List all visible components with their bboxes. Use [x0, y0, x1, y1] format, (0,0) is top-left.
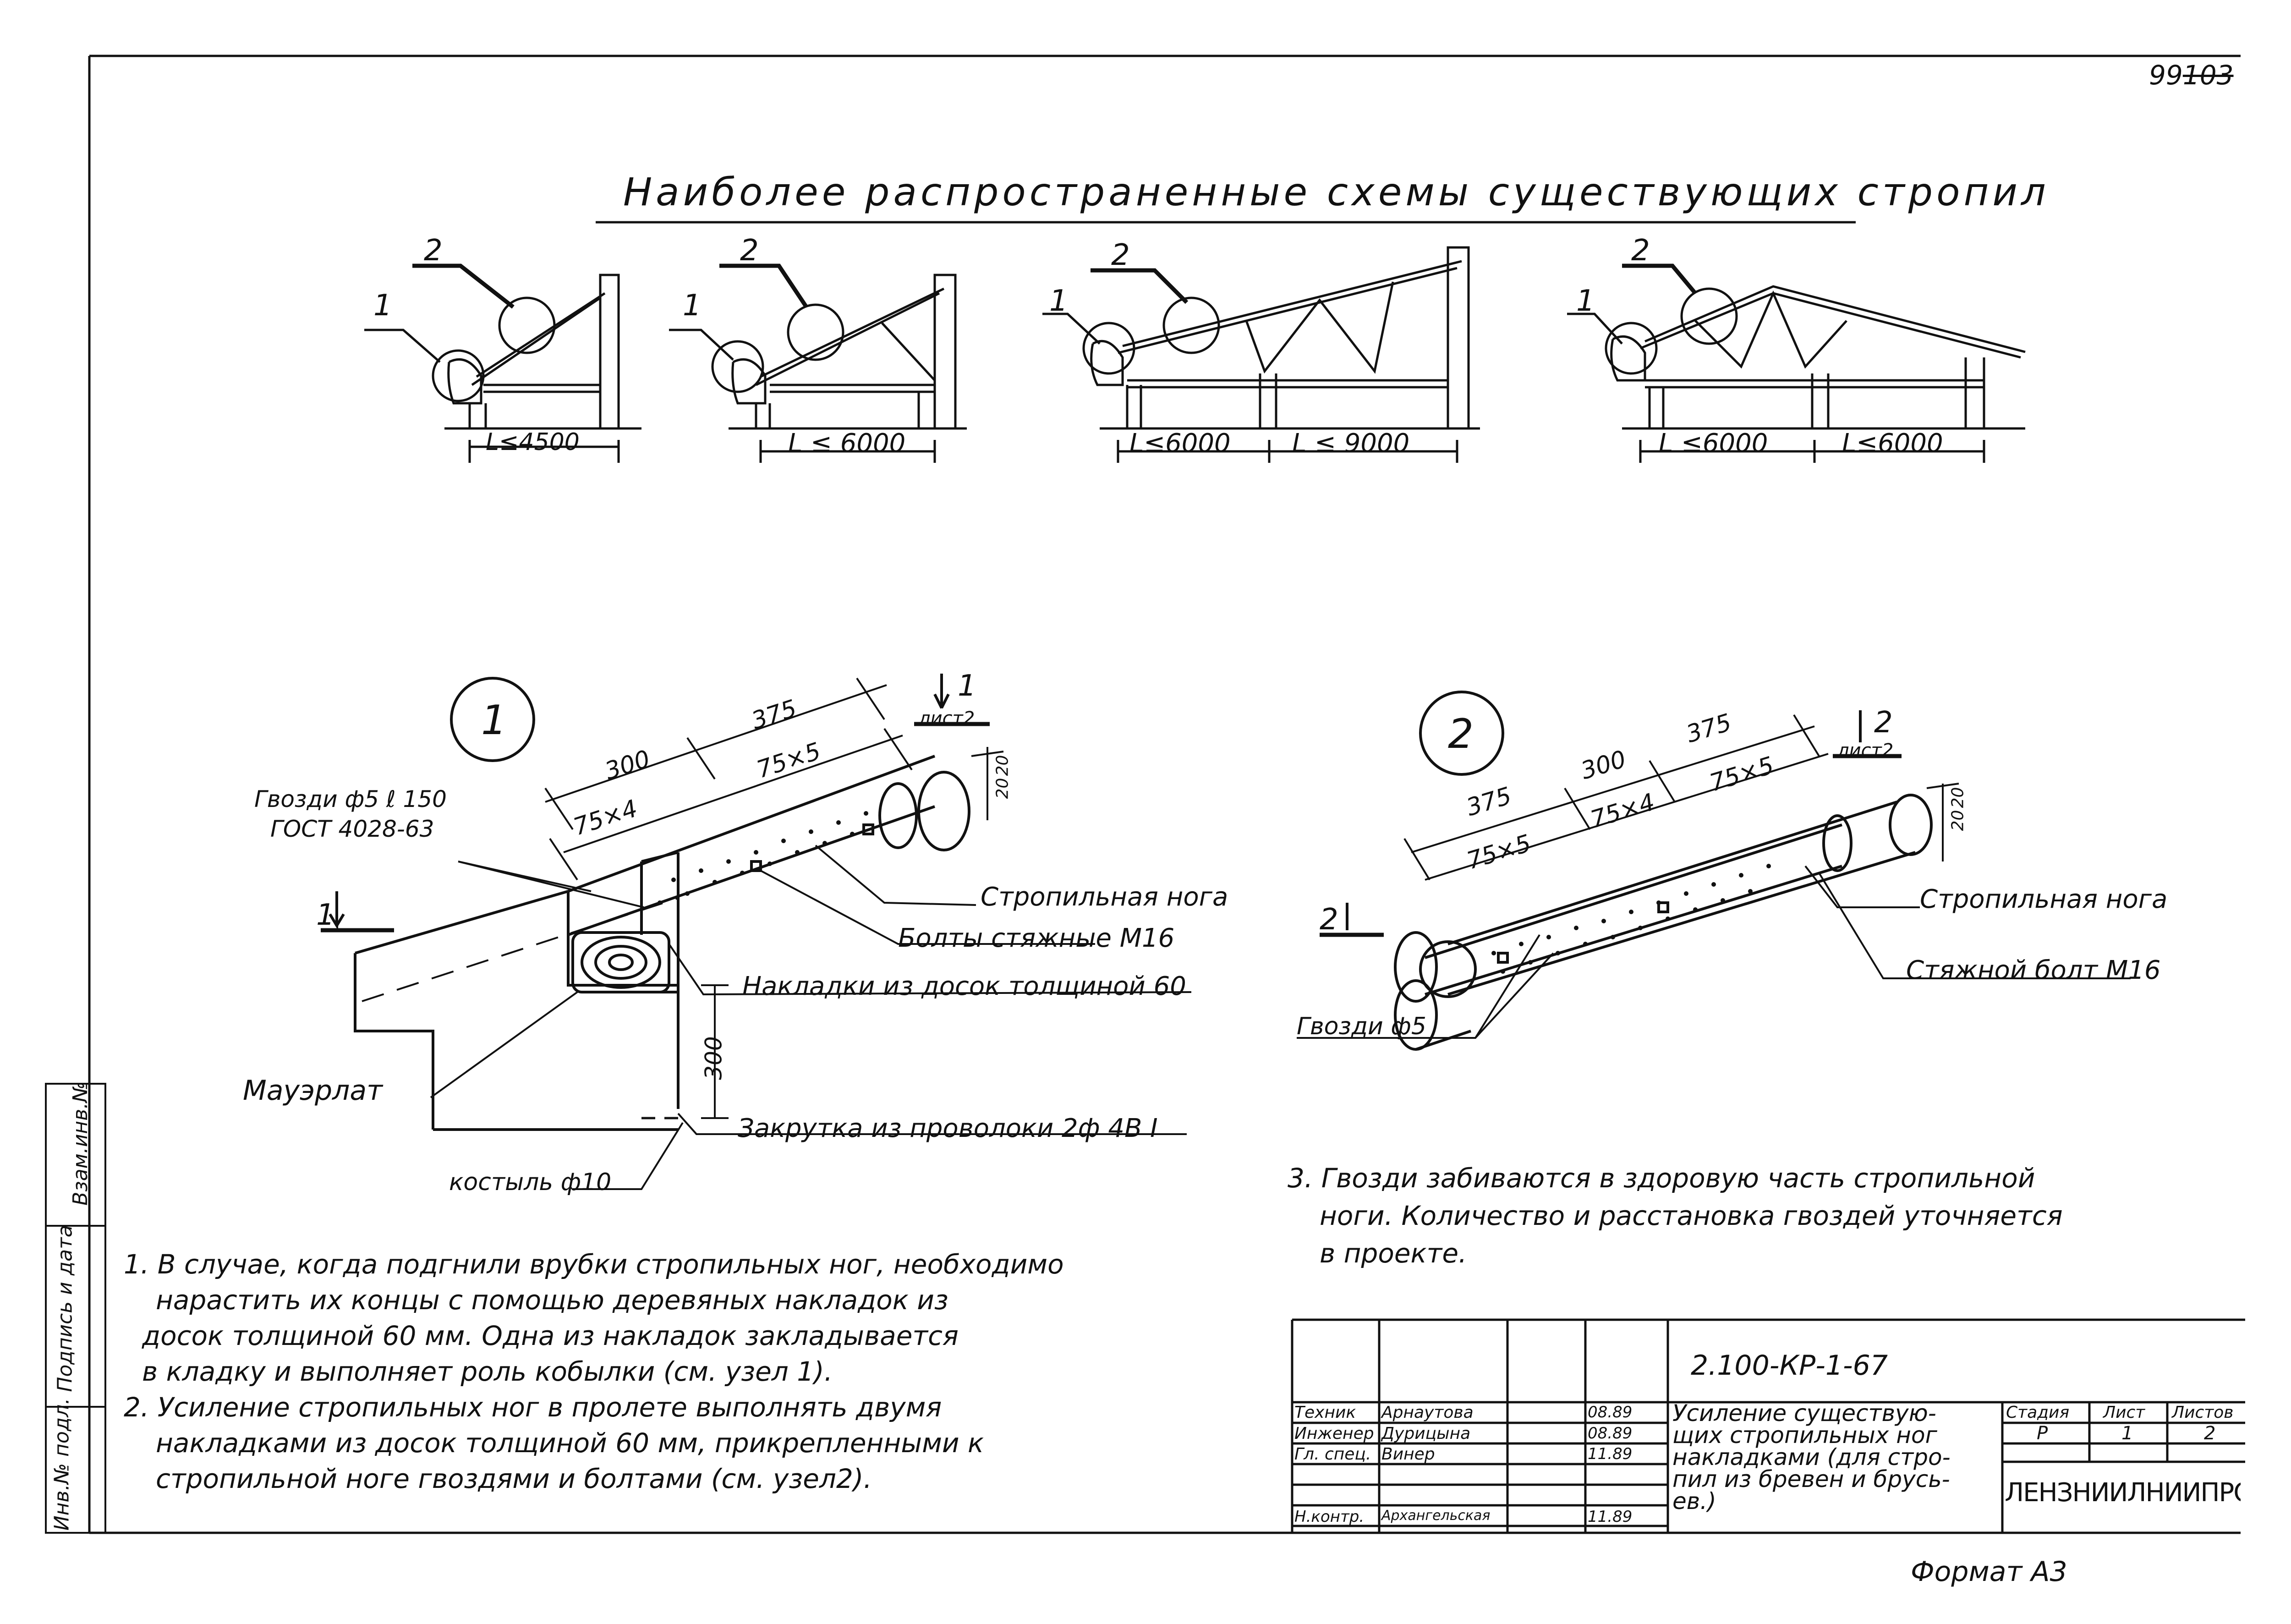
- scheme-2: [669, 263, 967, 463]
- tb-organization: ЛЕНЗНИИЛНИИПРОЕКТ: [2005, 1478, 2241, 1508]
- scheme-3-label-2: 2: [1111, 238, 1130, 272]
- tb-desc-line: пил из бревен и брусь-: [1672, 1466, 1950, 1492]
- note-line: нарастить их концы с помощью деревяных н…: [156, 1284, 948, 1316]
- node-2-rafter: Стропильная нога: [1920, 884, 2168, 914]
- tb-row-1-date: 08.89: [1588, 1424, 1633, 1443]
- scheme-1-label-2: 2: [424, 234, 443, 268]
- scheme-1: [364, 263, 641, 463]
- page-title: Наиболее распространенные схемы существу…: [623, 170, 2050, 214]
- tb-row-0-name: Арнаутова: [1381, 1403, 1474, 1422]
- node-1-section-sheet: лист2: [919, 708, 975, 729]
- note-line: накладками из досок толщиной 60 мм, прик…: [156, 1427, 984, 1459]
- scheme-2-span: L ≤ 6000: [788, 428, 906, 458]
- node-1-gost: ГОСТ 4028-63: [270, 816, 434, 842]
- tb-organization-text: ЛЕНЗНИИЛНИИПРОЕКТ: [2005, 1478, 2241, 1508]
- tb-desc-line: Усиление существую-: [1672, 1400, 1936, 1426]
- node-1-boards: Накладки из досок толщиной 60: [742, 971, 1186, 1001]
- page-number-value: 99: [2149, 60, 2183, 91]
- scheme-4: [1567, 263, 2026, 463]
- side-stamp-replace: Взам.инв.№: [68, 1081, 92, 1206]
- tb-stage-header: Стадия: [2006, 1403, 2070, 1422]
- scheme-1-span: L≤4500: [486, 428, 580, 456]
- tb-row-0-role: Техник: [1294, 1403, 1356, 1422]
- tb-row-1-role: Инженер: [1294, 1424, 1374, 1443]
- note3-line: 3. Гвозди забиваются в здоровую часть ст…: [1288, 1163, 2035, 1194]
- node-1-bolts: Болты стяжные М16: [898, 923, 1175, 953]
- node-2-number: 2: [1448, 710, 1474, 757]
- note3-line: в проекте.: [1320, 1238, 1467, 1269]
- tb-desc-line: щих стропильных ног: [1672, 1422, 1937, 1448]
- side-stamp-frame: [45, 1083, 106, 1534]
- node-2-section-left: 2: [1320, 903, 1338, 937]
- scheme-4-label-1: 1: [1576, 284, 1595, 318]
- node-2-section-num: 2: [1874, 706, 1893, 740]
- node-1-crutch: костыль ф10: [449, 1169, 612, 1196]
- note-line: досок толщиной 60 мм. Одна из накладок з…: [142, 1320, 959, 1351]
- tb-row-3-date: 11.89: [1588, 1508, 1633, 1526]
- tb-row-3-role: Н.контр.: [1294, 1508, 1365, 1526]
- title-block-code: 2.100-КР-1-67: [1691, 1350, 1888, 1382]
- scheme-3-label-1: 1: [1049, 284, 1068, 318]
- node-2-bolt: Стяжной болт М16: [1906, 955, 2161, 985]
- node-1-drawing: [321, 674, 1192, 1190]
- scheme-4-span-1: L ≤6000: [1659, 428, 1768, 458]
- scheme-4-label-2: 2: [1631, 234, 1650, 268]
- tb-sheets-header: Листов: [2172, 1403, 2234, 1422]
- node-1-twist: Закрутка из проволоки 2ф 4В I: [738, 1114, 1158, 1143]
- tb-row-0-date: 08.89: [1588, 1403, 1633, 1421]
- title-block-grid: [1291, 1318, 2245, 1533]
- scheme-3-span-2: L ≤ 9000: [1292, 428, 1410, 458]
- note3-line: ноги. Количество и расстановка гвоздей у…: [1320, 1200, 2063, 1231]
- node-1-rafter: Стропильная нога: [981, 882, 1228, 912]
- scheme-2-label-1: 1: [683, 289, 702, 323]
- tb-row-2-date: 11.89: [1588, 1445, 1633, 1463]
- node-1-mauerlat: Мауэрлат: [243, 1075, 383, 1107]
- notes-block: 1. В случае, когда подгнили врубки строп…: [124, 1246, 1064, 1497]
- tb-sheets: 2: [2204, 1423, 2216, 1444]
- note-line: 1. В случае, когда подгнили врубки строп…: [124, 1249, 1064, 1280]
- note-line: в кладку и выполняет роль кобылки (см. у…: [142, 1356, 833, 1387]
- scheme-1-label-1: 1: [373, 289, 392, 323]
- node-1-section-num: 1: [958, 669, 976, 703]
- node-2-drawing: [1297, 691, 2131, 1051]
- node-2-section-sheet: лист2: [1837, 740, 1894, 761]
- page-number-struck: 103: [2182, 60, 2234, 91]
- tb-desc-line: накладками (для стро-: [1672, 1444, 1951, 1470]
- side-stamp-sign: Подпись и дата: [53, 1225, 77, 1392]
- tb-stage: Р: [2037, 1423, 2048, 1444]
- note-line: стропильной ноге гвоздями и болтами (см.…: [156, 1463, 872, 1494]
- node-2-dim-20a: 20: [1948, 810, 1968, 831]
- tb-desc-line: ев.): [1672, 1488, 1716, 1514]
- tb-sheet-header: Лист: [2103, 1403, 2145, 1422]
- scheme-4-span-2: L≤6000: [1842, 428, 1943, 458]
- tb-row-2-name: Винер: [1381, 1445, 1435, 1464]
- node-2-dim-20b: 20: [1948, 787, 1968, 808]
- format-label: Формат А3: [1911, 1556, 2067, 1588]
- tb-sheet: 1: [2121, 1423, 2133, 1444]
- node-1-dim-300v: 300: [700, 1036, 727, 1080]
- scheme-3-span-1: L≤6000: [1129, 428, 1231, 458]
- node-1-section-left: 1: [316, 898, 335, 932]
- node-1-dim-20a: 20: [993, 778, 1012, 799]
- node-1-dim-20b: 20: [993, 755, 1012, 776]
- title-block-description: Усиление существую- щих стропильных ног …: [1672, 1400, 1951, 1514]
- node-1-number: 1: [481, 697, 507, 744]
- note-line: 2. Усиление стропильных ног в пролете вы…: [124, 1392, 942, 1423]
- page-number: 99103: [2149, 60, 2234, 91]
- note-3-block: 3. Гвозди забиваются в здоровую часть ст…: [1288, 1159, 2063, 1272]
- side-stamp-inv: Инв.№ подл.: [50, 1398, 74, 1531]
- tb-row-2-role: Гл. спец.: [1294, 1445, 1371, 1464]
- tb-row-3-name: Архангельская: [1381, 1508, 1491, 1524]
- node-2-nails: Гвозди ф5: [1297, 1013, 1426, 1040]
- node-1-nails: Гвозди ф5 ℓ 150: [254, 786, 447, 812]
- scheme-3: [1042, 246, 1480, 463]
- scheme-2-label-2: 2: [740, 234, 759, 268]
- tb-row-1-name: Дурицына: [1381, 1424, 1471, 1443]
